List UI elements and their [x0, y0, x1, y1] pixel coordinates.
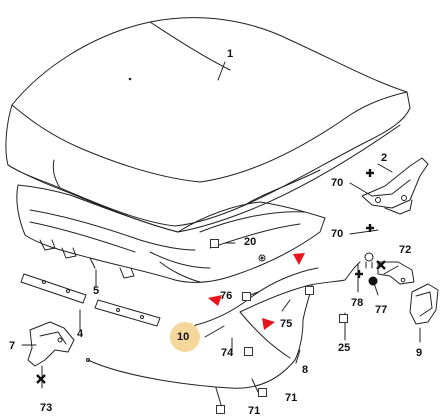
clip-symbol-71b	[216, 405, 225, 414]
clip-symbol-75	[305, 286, 314, 295]
label-73: 73	[40, 402, 53, 414]
label-7: 7	[9, 340, 16, 352]
label-4: 4	[77, 328, 84, 340]
safety-catch	[27, 321, 75, 367]
bonnet-hood	[5, 17, 411, 233]
label-2: 2	[381, 152, 388, 164]
label-9: 9	[416, 347, 423, 359]
clip-symbol-71a	[258, 388, 267, 397]
latch-assembly	[364, 252, 439, 325]
clip-symbol-25	[339, 314, 348, 323]
label-1: 1	[227, 48, 234, 60]
release-cable	[86, 261, 361, 389]
label-75: 75	[280, 318, 293, 330]
red-arrows	[208, 253, 305, 330]
label-71a: 71	[285, 392, 298, 404]
clip-symbol-20	[210, 239, 219, 248]
label-25: 25	[338, 342, 351, 354]
highlight-circle	[170, 322, 200, 352]
label-78: 78	[351, 297, 364, 309]
label-74: 74	[221, 347, 234, 359]
screw-markers	[36, 169, 386, 384]
hinge	[361, 157, 429, 215]
label-71b: 71	[248, 405, 261, 417]
label-70a: 70	[331, 177, 344, 189]
label-70b: 70	[331, 228, 344, 240]
seal-strips	[20, 273, 161, 327]
label-20: 20	[244, 236, 257, 248]
label-5: 5	[93, 285, 100, 297]
label-72: 72	[399, 244, 412, 256]
hood-frame-underside	[16, 184, 326, 283]
label-10: 10	[177, 331, 190, 343]
clip-symbol-76	[242, 292, 251, 301]
clip-dot	[368, 276, 378, 286]
label-8: 8	[302, 364, 309, 376]
clip-symbol-74	[244, 347, 253, 356]
label-77: 77	[375, 304, 388, 316]
label-76: 76	[220, 290, 233, 302]
